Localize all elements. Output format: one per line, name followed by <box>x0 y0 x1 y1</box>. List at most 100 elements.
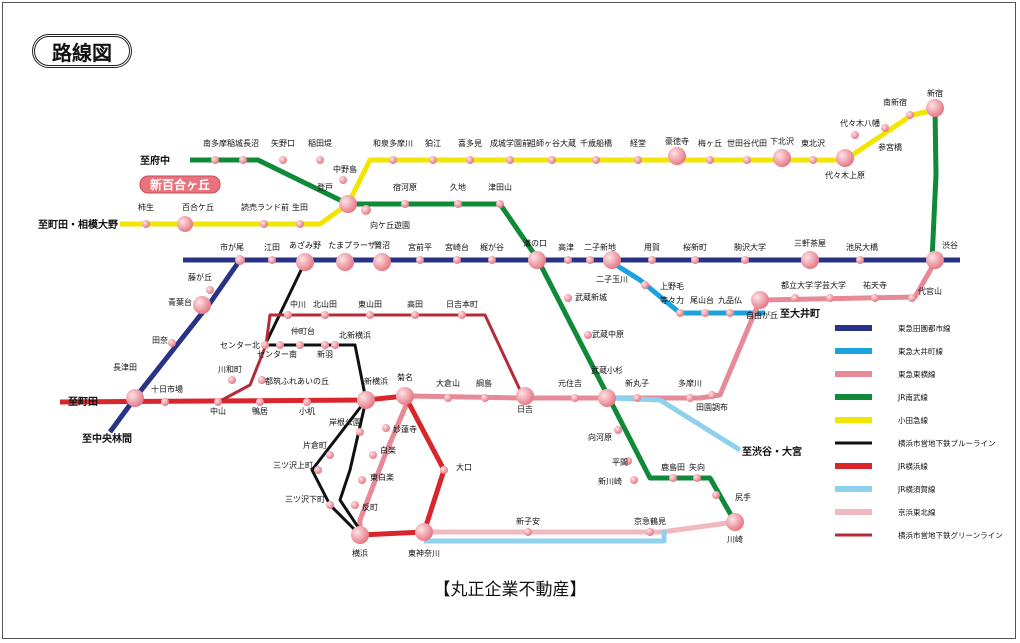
station-katakuracho[interactable] <box>326 451 334 459</box>
station-musashikosugi[interactable] <box>598 389 616 407</box>
station-tokaichiba[interactable] <box>161 398 169 406</box>
station-shinmaruko[interactable] <box>633 394 641 402</box>
station-oguchi[interactable] <box>440 466 448 474</box>
station-setagayadaita[interactable] <box>743 156 751 164</box>
station-takata[interactable] <box>411 311 419 319</box>
station-komazawa[interactable] <box>741 256 749 264</box>
station-kamoi[interactable] <box>256 398 264 406</box>
station-sangenjaya[interactable] <box>801 251 819 269</box>
station-yurigaoka[interactable] <box>177 216 193 232</box>
station-higashiyamata[interactable] <box>366 311 374 319</box>
station-toritsudaigaku[interactable] <box>791 294 799 302</box>
station-yoga[interactable] <box>648 256 656 264</box>
station-komae[interactable] <box>429 156 437 164</box>
station-shimokitazawa[interactable] <box>773 149 791 167</box>
station-kajigaya[interactable] <box>488 256 496 264</box>
station-shinjuku[interactable] <box>926 99 944 117</box>
station-futakotamagawa[interactable] <box>603 251 621 269</box>
station-azamino[interactable] <box>296 253 314 271</box>
station-seijo[interactable] <box>506 156 514 164</box>
station-todoroki[interactable] <box>676 309 684 317</box>
station-mukaigawara[interactable] <box>614 426 622 434</box>
station-ikejiri[interactable] <box>856 256 864 264</box>
station-yanokuchi[interactable] <box>279 156 287 164</box>
station-kozukue[interactable] <box>303 398 311 406</box>
station-kyodo[interactable] <box>634 156 642 164</box>
station-mukogaoka[interactable] <box>361 205 371 215</box>
station-nakanoshima[interactable] <box>339 176 347 184</box>
station-yokohama[interactable] <box>351 526 369 544</box>
station-inadazutsumi[interactable] <box>316 156 324 164</box>
station-higashikanagawa[interactable] <box>415 523 433 541</box>
station-sangubashi[interactable] <box>881 124 889 132</box>
station-gotokuji[interactable] <box>668 147 686 165</box>
station-daikanyama[interactable] <box>908 294 916 302</box>
station-saginuma[interactable] <box>373 253 391 271</box>
station-kitashinyokohama[interactable] <box>331 341 339 349</box>
station-shinkawasaki[interactable] <box>630 476 638 484</box>
station-yoyogiuehara[interactable] <box>836 149 854 167</box>
station-shinkoyasu[interactable] <box>524 528 532 536</box>
station-tamaplaza[interactable] <box>336 253 354 271</box>
station-inagi[interactable] <box>239 156 247 164</box>
station-jiyugaoka[interactable] <box>751 291 769 309</box>
station-higashihakuraku[interactable] <box>358 476 366 484</box>
station-kikuna[interactable] <box>396 387 414 405</box>
station-sakurashinmachi[interactable] <box>691 256 699 264</box>
station-musashishinjo[interactable] <box>564 294 572 302</box>
station-mitsuzawashimocho[interactable] <box>326 501 334 509</box>
station-okurayama[interactable] <box>444 394 452 402</box>
station-shinyokohama[interactable] <box>357 391 375 409</box>
station-denenchofu[interactable] <box>708 391 716 399</box>
station-kuhonbutsu[interactable] <box>726 309 734 317</box>
station-tsuzukifureai[interactable] <box>258 376 266 384</box>
station-ikuta[interactable] <box>296 220 304 228</box>
station-kishinekoen[interactable] <box>356 428 364 436</box>
station-yoyogihachiman[interactable] <box>851 131 859 139</box>
station-kaminoge[interactable] <box>641 281 649 289</box>
station-miyazakidai[interactable] <box>453 256 461 264</box>
station-centerkita[interactable] <box>276 341 284 349</box>
station-gakugeidaigaku[interactable] <box>826 294 834 302</box>
station-tanmachi[interactable] <box>351 501 359 509</box>
station-eda[interactable] <box>268 256 276 264</box>
station-hiyoshihoncho[interactable] <box>458 311 466 319</box>
station-kawasaki[interactable] <box>726 513 744 531</box>
station-tsudayama[interactable] <box>496 200 504 208</box>
station-hiyoshi[interactable] <box>516 387 534 405</box>
station-noborito[interactable] <box>339 195 357 213</box>
station-tsunashima[interactable] <box>481 394 489 402</box>
station-futakoshinchi[interactable] <box>586 256 594 264</box>
station-takatsu[interactable] <box>564 256 572 264</box>
station-myorenji[interactable] <box>382 424 390 432</box>
station-tamagawa[interactable] <box>686 394 694 402</box>
station-nakamachidai[interactable] <box>296 341 304 349</box>
station-musashinakahara[interactable] <box>584 331 592 339</box>
station-kawawacho[interactable] <box>228 376 236 384</box>
station-centerminami[interactable] <box>261 341 269 349</box>
station-nippa[interactable] <box>321 341 329 349</box>
station-hakuraku[interactable] <box>369 451 377 459</box>
station-umegaoka[interactable] <box>706 156 714 164</box>
station-nakagawa[interactable] <box>284 311 292 319</box>
station-shitte[interactable] <box>712 491 720 499</box>
station-shukugawara[interactable] <box>401 200 409 208</box>
station-yomiuri[interactable] <box>260 220 268 228</box>
station-mizonokuchi[interactable] <box>528 251 546 269</box>
station-oyamadai[interactable] <box>701 309 709 317</box>
station-motosumiyoshi[interactable] <box>571 394 579 402</box>
station-fujigaoka[interactable] <box>206 286 214 294</box>
station-nakayama[interactable] <box>214 398 222 406</box>
station-ichigao[interactable] <box>235 255 245 265</box>
station-yutenji[interactable] <box>871 294 879 302</box>
station-nagatsuta[interactable] <box>126 389 144 407</box>
station-chitose[interactable] <box>592 156 600 164</box>
station-miyamaedaira[interactable] <box>416 256 424 264</box>
station-kuji[interactable] <box>454 200 462 208</box>
station-kitami[interactable] <box>466 156 474 164</box>
station-izumitamagawa[interactable] <box>389 156 397 164</box>
station-higashikitazawa[interactable] <box>809 156 817 164</box>
station-kashimada[interactable] <box>669 474 677 482</box>
station-yako[interactable] <box>693 474 701 482</box>
station-hirama[interactable] <box>624 457 632 465</box>
